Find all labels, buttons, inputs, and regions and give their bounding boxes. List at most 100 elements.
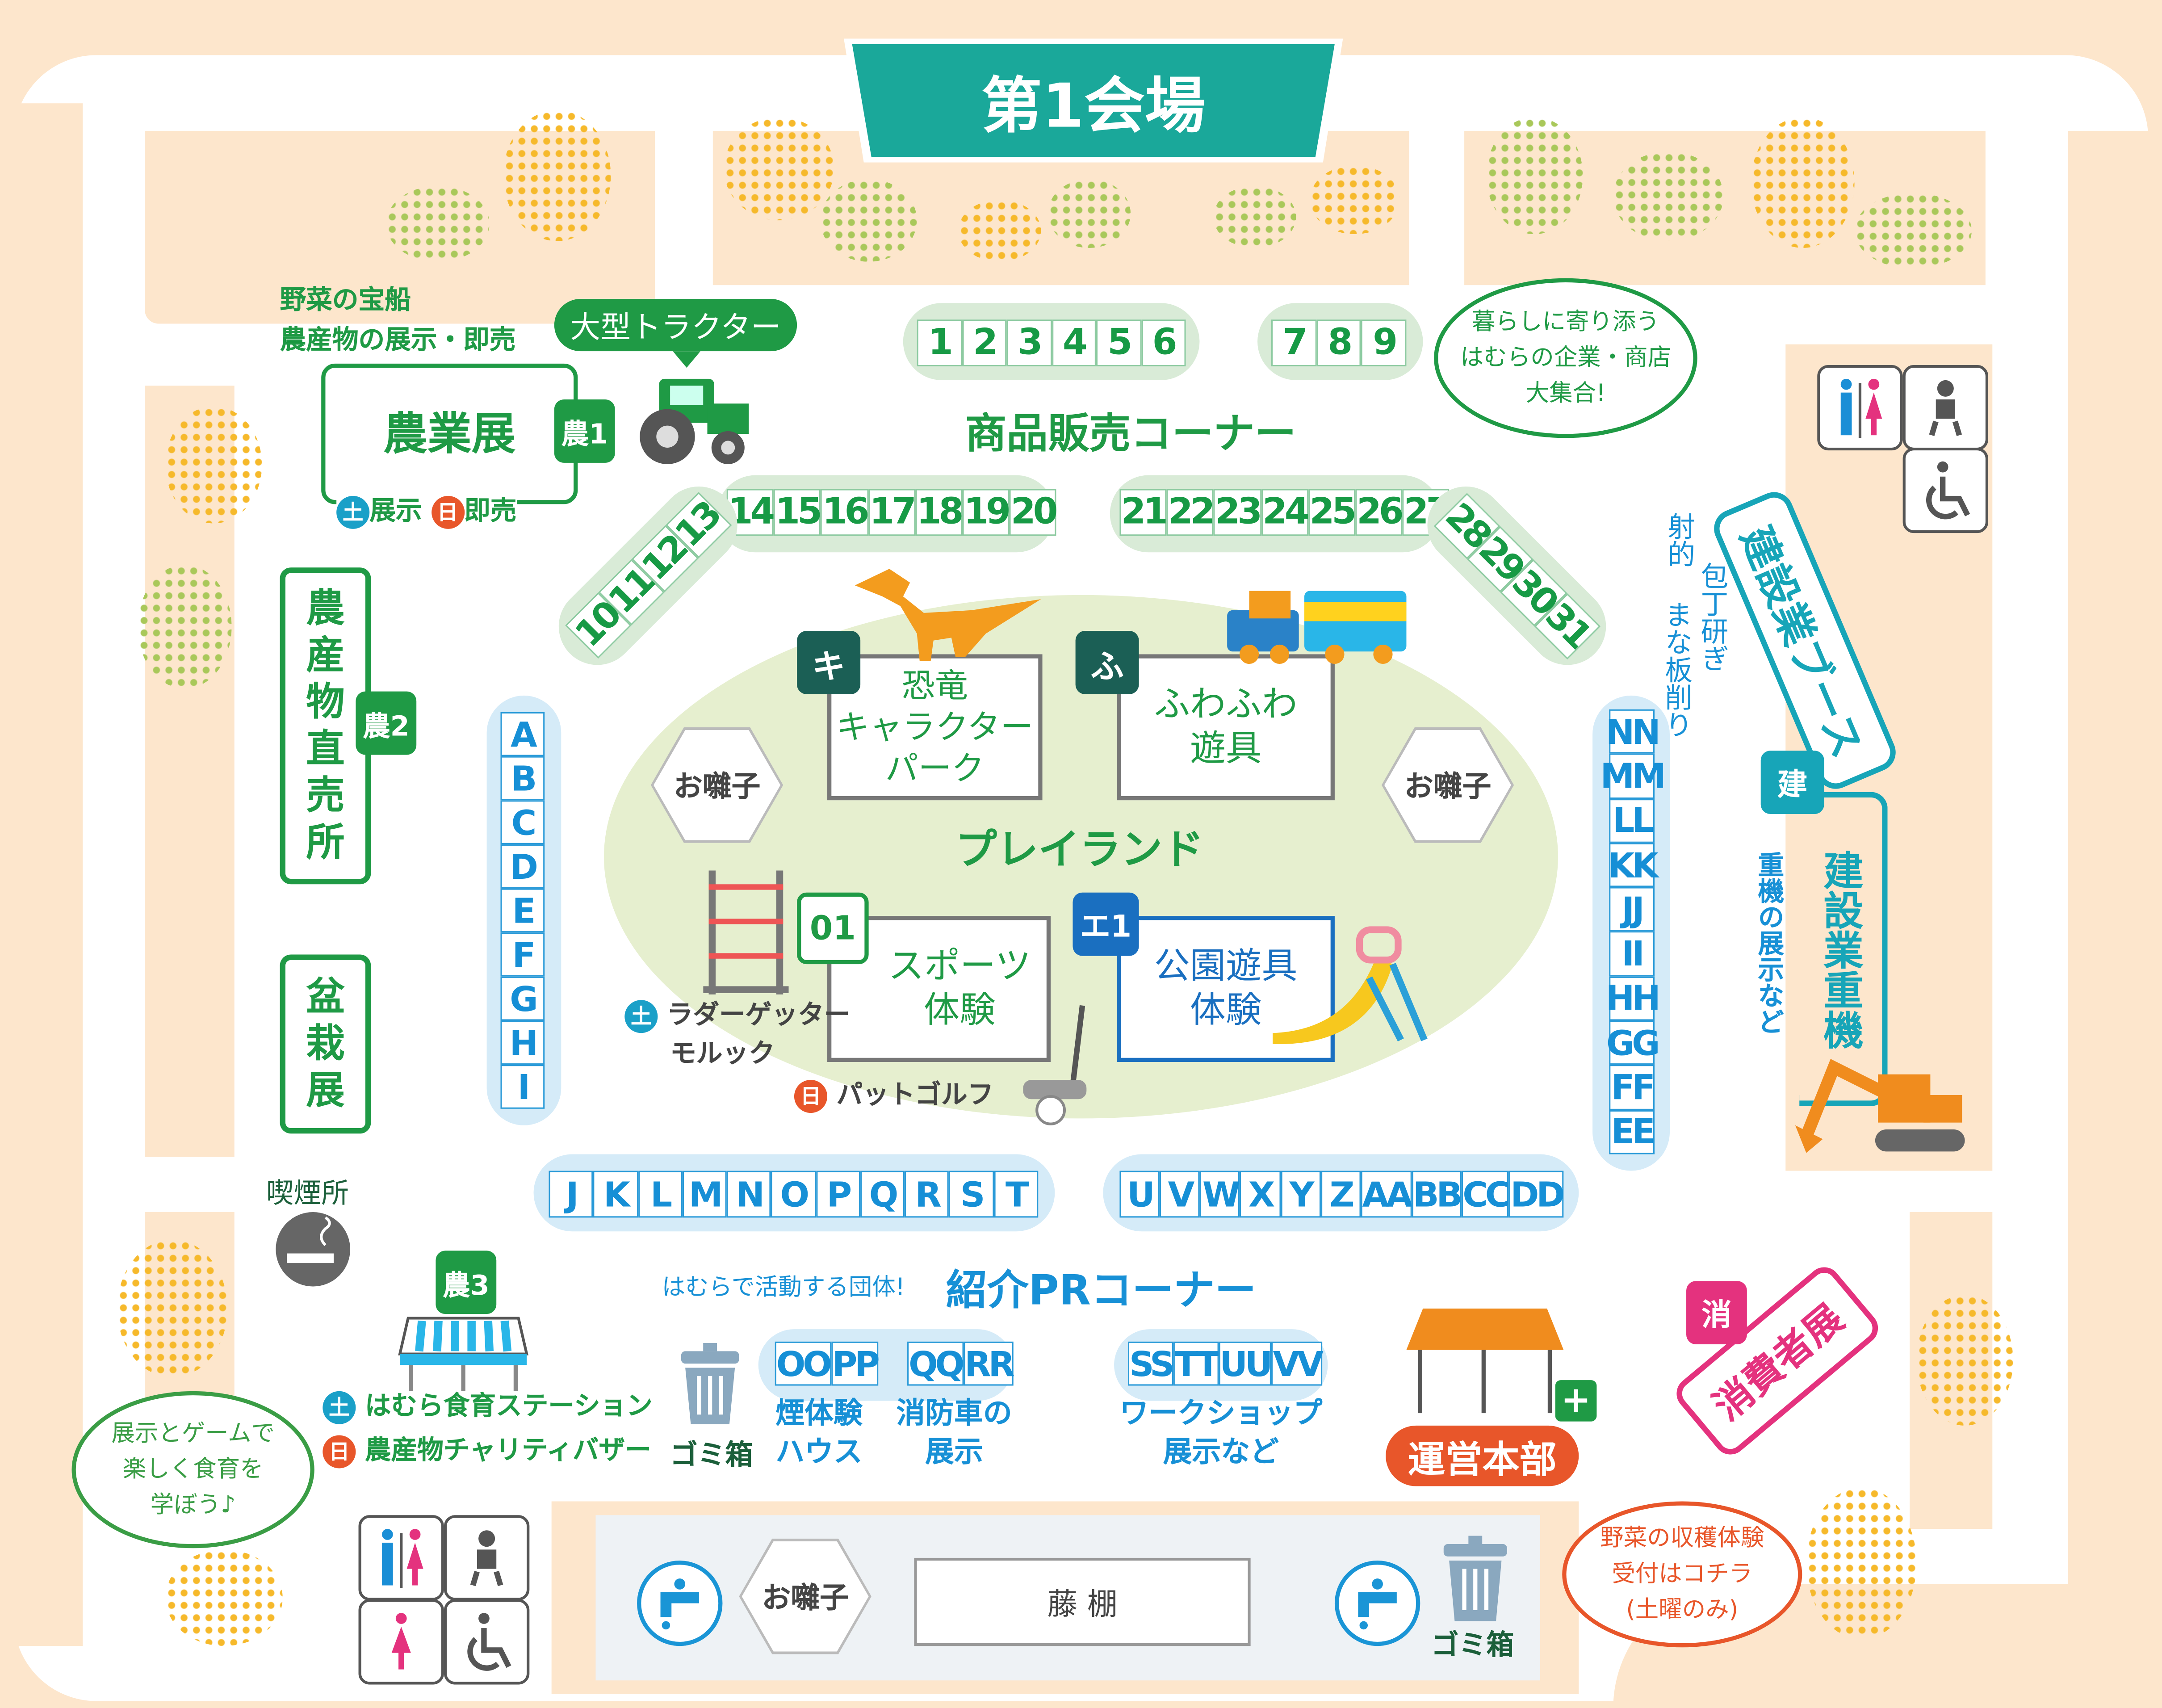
stall-number[interactable]: BB [1411, 1171, 1462, 1218]
stall-number[interactable]: NN [1606, 709, 1661, 754]
first-aid-icon: + [1555, 1380, 1597, 1422]
stall-number[interactable]: AA [1361, 1171, 1413, 1218]
stall-number[interactable]: 2 [961, 319, 1007, 367]
stall-number[interactable]: 6 [1141, 319, 1186, 367]
stall-number[interactable]: F [500, 932, 545, 977]
stall-number[interactable]: MM [1601, 754, 1666, 798]
stall-number[interactable]: S [949, 1171, 994, 1218]
stall-number[interactable]: U [1119, 1171, 1160, 1218]
stall-number[interactable]: 3 [1006, 319, 1052, 367]
stall-number[interactable]: O [771, 1171, 816, 1218]
agri-exhibit-booth[interactable]: 農業展 [321, 363, 578, 504]
stall-number[interactable]: GG [1606, 1020, 1660, 1066]
agri-caption-line: 農産物の展示・即売 [280, 325, 516, 356]
heavy-machinery-booth[interactable]: 建設業重機 [1799, 792, 1888, 1106]
bubble-line: 楽しく食育を [122, 1456, 264, 1484]
stall-number[interactable]: DD [1509, 1171, 1565, 1218]
stall-number[interactable]: QQ [907, 1341, 964, 1386]
stall-number[interactable]: A [500, 712, 545, 756]
stall-number[interactable]: K [593, 1171, 638, 1218]
dino-park-booth[interactable]: 恐竜 キャラクター パーク [827, 654, 1043, 801]
stall-number[interactable]: TT [1173, 1341, 1219, 1386]
stall-number[interactable]: EE [1609, 1109, 1655, 1154]
stall-number[interactable]: 19 [962, 489, 1011, 536]
stall-number[interactable]: CC [1461, 1171, 1510, 1218]
bubble-line: (土曜のみ) [1626, 1596, 1739, 1624]
smoke-house-label: 煙体験ハウス [769, 1394, 868, 1471]
stall-number[interactable]: L [637, 1171, 683, 1218]
stall-number[interactable]: 9 [1361, 319, 1407, 367]
char: 所 [306, 819, 345, 865]
bonsai-booth[interactable]: 盆栽展 [280, 954, 371, 1134]
trash-can-icon [1443, 1536, 1507, 1621]
hq-label[interactable]: 運営本部 [1386, 1425, 1579, 1486]
stall-number[interactable]: HH [1606, 976, 1661, 1021]
stall-number[interactable]: 7 [1271, 319, 1316, 367]
stall-number[interactable]: B [500, 756, 545, 801]
stall-number[interactable]: 5 [1096, 319, 1141, 367]
stall-number[interactable]: SS [1127, 1341, 1175, 1386]
booth-label: 体験 [1190, 990, 1262, 1032]
stall-number[interactable]: UU [1218, 1341, 1273, 1386]
stall-number[interactable]: C [500, 800, 545, 844]
tree-icon [820, 179, 917, 262]
tree-icon [1486, 117, 1583, 235]
sunday-badge: 日 [323, 1434, 356, 1468]
stall-number[interactable]: 20 [1009, 489, 1058, 536]
stall-number[interactable]: V [1160, 1171, 1200, 1218]
bouncy-booth[interactable]: ふわふわ 遊具 [1117, 654, 1335, 801]
stall-number[interactable]: W [1200, 1171, 1240, 1218]
stall-number[interactable]: M [682, 1171, 727, 1218]
stall-number[interactable]: 4 [1051, 319, 1096, 367]
stall-number[interactable]: II [1609, 932, 1655, 977]
ohayashi-stage-bottom[interactable]: お囃子 [742, 1541, 869, 1652]
stall-number[interactable]: LL [1609, 798, 1655, 843]
knife-sharpening-label: 包丁研ぎ [1696, 562, 1729, 672]
booth-label: 体験 [924, 990, 996, 1032]
tree-icon [1916, 1295, 2013, 1426]
stall-number[interactable]: Z [1320, 1171, 1361, 1218]
stall-number[interactable]: T [993, 1171, 1039, 1218]
bubble-line: 大集合! [1525, 380, 1606, 408]
stall-number[interactable]: 1 [917, 319, 962, 367]
stall-number[interactable]: R [905, 1171, 949, 1218]
stall-number[interactable]: 24 [1261, 489, 1310, 536]
stall-number[interactable]: E [500, 888, 545, 933]
label-line: 展示など [1163, 1435, 1279, 1469]
agri-2-badge: 農2 [356, 691, 417, 755]
molkky-label: モルック [670, 1038, 775, 1069]
stall-number[interactable]: J [549, 1171, 594, 1218]
stall-number[interactable]: 17 [868, 489, 917, 536]
wheelchair-icon [1902, 447, 1989, 533]
stall-number[interactable]: D [500, 844, 545, 889]
stall-number[interactable]: Y [1280, 1171, 1321, 1218]
stall-number[interactable]: 21 [1119, 489, 1168, 536]
stall-number[interactable]: 22 [1166, 489, 1215, 536]
stall-number[interactable]: 15 [774, 489, 822, 536]
stall-number[interactable]: 25 [1308, 489, 1357, 536]
stall-number[interactable]: G [500, 976, 545, 1021]
stall-number[interactable]: 26 [1355, 489, 1404, 536]
stall-number[interactable]: JJ [1609, 887, 1655, 932]
stall-number[interactable]: OO [775, 1341, 832, 1386]
stall-number[interactable]: 18 [915, 489, 964, 536]
label-line: 展示 [925, 1435, 983, 1469]
stall-number[interactable]: RR [963, 1341, 1015, 1386]
stall-number[interactable]: PP [830, 1341, 880, 1386]
stall-number[interactable]: FF [1609, 1065, 1655, 1110]
stall-number[interactable]: VV [1271, 1341, 1324, 1386]
stall-number[interactable]: H [500, 1020, 545, 1065]
wisteria-trellis[interactable]: 藤 棚 [914, 1557, 1251, 1646]
stall-number[interactable]: 16 [821, 489, 869, 536]
stall-number[interactable]: KK [1608, 843, 1659, 888]
stall-number[interactable]: I [500, 1065, 545, 1109]
stall-number[interactable]: P [816, 1171, 860, 1218]
stall-number[interactable]: 8 [1316, 319, 1362, 367]
booth-label: ふわふわ [1154, 684, 1298, 726]
stall-number[interactable]: X [1240, 1171, 1281, 1218]
stall-number[interactable]: 23 [1214, 489, 1262, 536]
stall-number[interactable]: N [726, 1171, 771, 1218]
stall-number[interactable]: Q [860, 1171, 905, 1218]
